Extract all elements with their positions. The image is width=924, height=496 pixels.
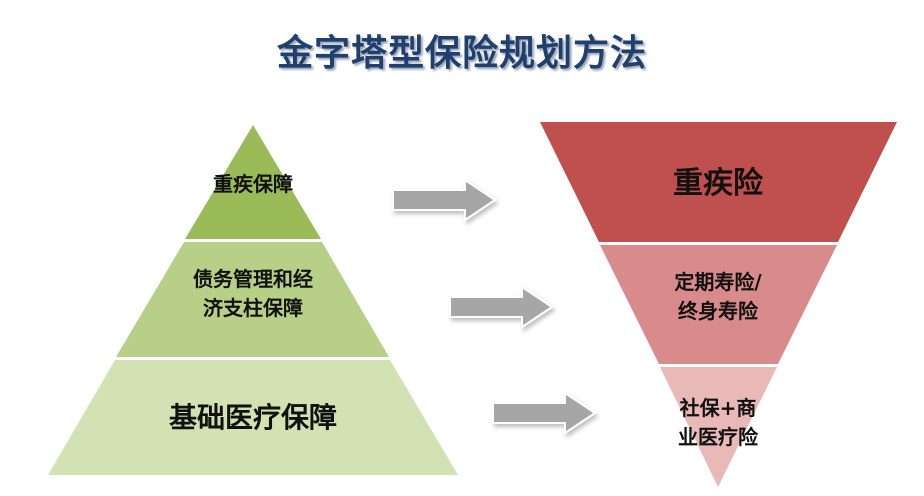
pyramid-level-bottom — [48, 360, 458, 475]
label-line: 业医疗险 — [678, 425, 758, 449]
arrow-right-icon — [392, 178, 497, 222]
inverted-level-top — [540, 122, 897, 242]
pyramid-label-bottom: 基础医疗保障 — [103, 398, 403, 439]
label-line: 济支柱保障 — [203, 296, 303, 320]
arrow-right-icon — [449, 285, 554, 329]
inverted-label-bottom: 社保+商业医疗险 — [618, 394, 818, 452]
inverted-label-middle: 定期寿险/终身寿险 — [618, 268, 818, 326]
label-line: 基础医疗保障 — [168, 401, 337, 434]
pyramid-label-middle: 债务管理和经济支柱保障 — [153, 265, 353, 323]
arrow-right-icon — [492, 391, 597, 435]
label-line: 重疾保障 — [213, 172, 293, 196]
label-line: 终身寿险 — [678, 299, 758, 323]
inverted-label-top: 重疾险 — [618, 162, 818, 206]
pyramid-level-top — [185, 125, 321, 239]
label-line: 债务管理和经 — [193, 267, 313, 291]
label-line: 定期寿险/ — [674, 270, 762, 294]
label-line: 社保+商 — [679, 396, 757, 420]
pyramid-level-middle — [116, 242, 389, 357]
slide-title: 金字塔型保险规划方法 — [276, 33, 647, 74]
label-line: 重疾险 — [673, 166, 763, 201]
inverted-level-bottom — [660, 367, 777, 487]
inverted-level-middle — [600, 245, 837, 364]
pyramid-label-top: 重疾保障 — [153, 170, 353, 199]
